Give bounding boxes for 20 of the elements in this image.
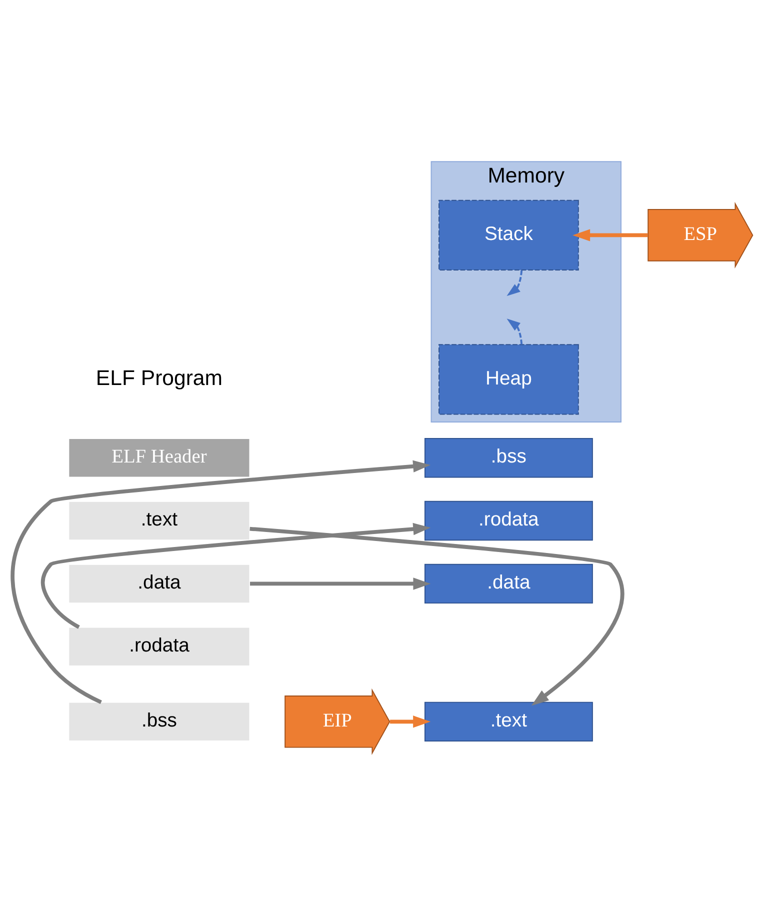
arrow	[572, 229, 648, 242]
node-box: .bss	[424, 438, 593, 478]
arrow	[506, 270, 523, 296]
node-box: .rodata	[424, 500, 593, 541]
arrow	[250, 578, 431, 590]
node-box: .text	[424, 702, 593, 742]
label: ELF Program	[96, 366, 222, 390]
node-box: Heap	[438, 344, 579, 415]
node-box: .data	[68, 564, 250, 604]
node-box: Stack	[438, 200, 579, 271]
arrow	[390, 716, 431, 728]
node-box: .bss	[68, 702, 250, 742]
arrow	[506, 318, 523, 344]
node-box: .rodata	[68, 626, 250, 666]
node-box: .data	[424, 564, 593, 604]
node-box: .text	[68, 500, 250, 541]
arrow	[250, 526, 624, 706]
arrow	[10, 460, 431, 704]
node-box: ELF Header	[68, 438, 250, 478]
arrow	[40, 522, 431, 629]
